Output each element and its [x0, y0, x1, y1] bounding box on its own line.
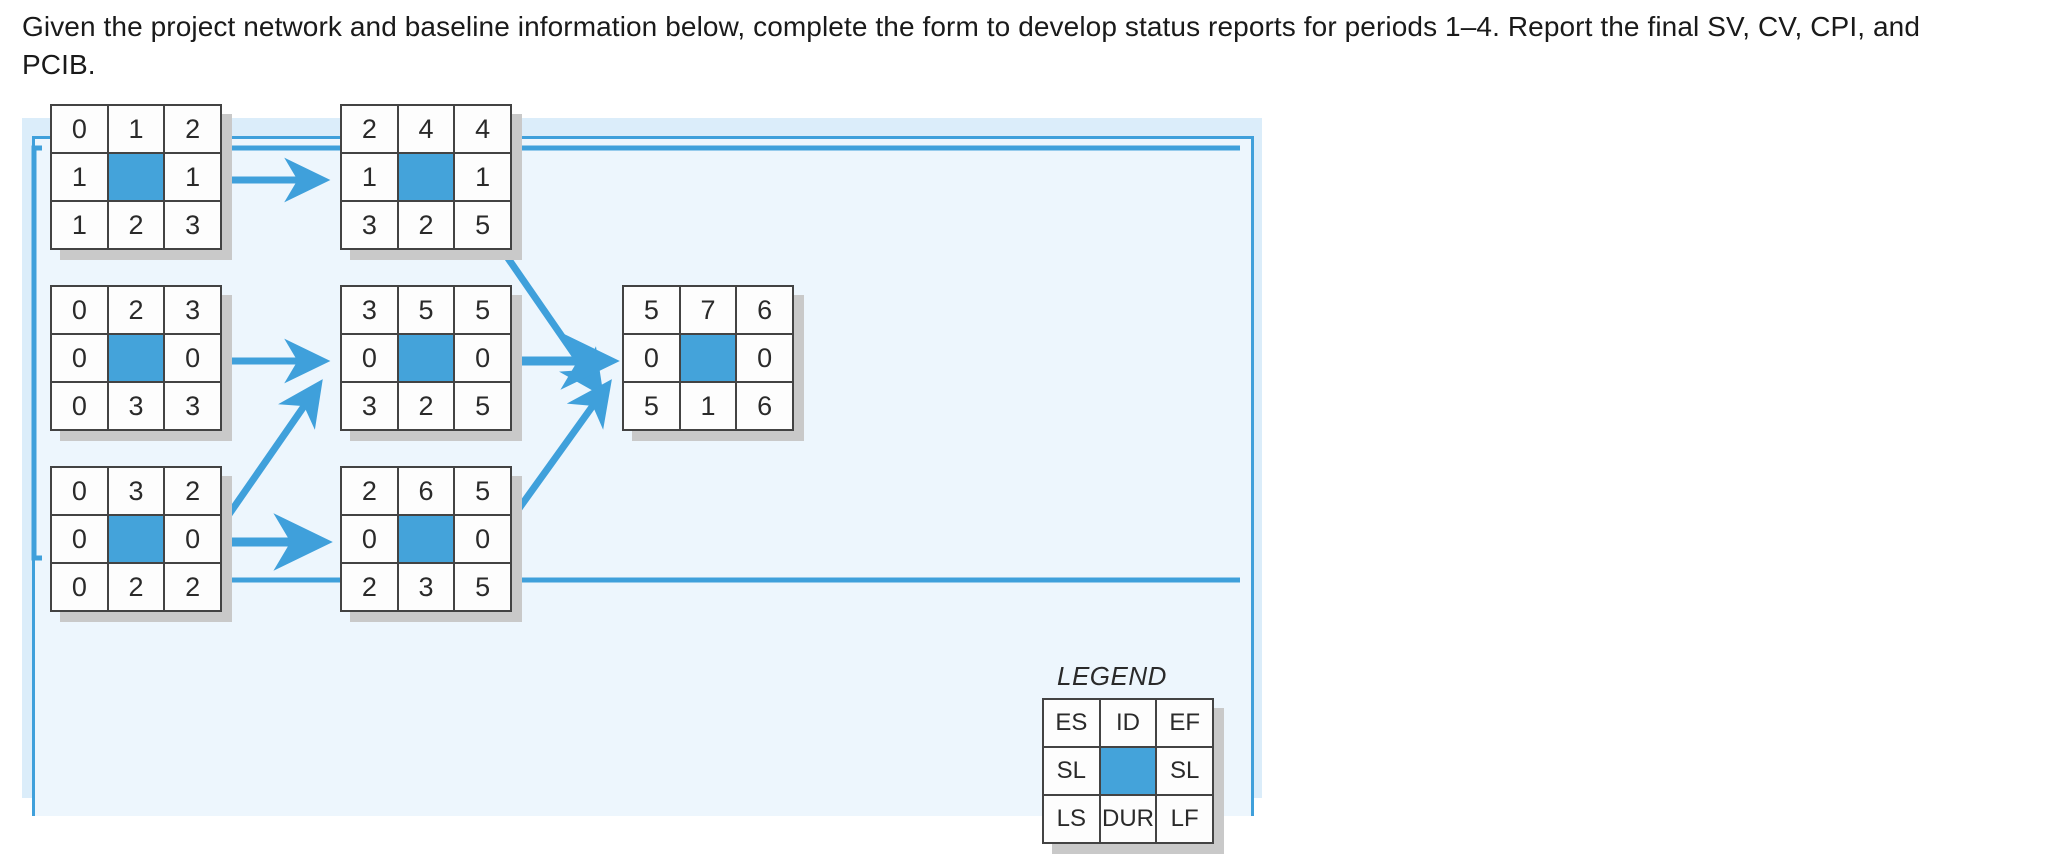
node-grid: 0 3 2 0 0 0 2 2 [50, 466, 222, 612]
node-e-lf: 6 [737, 383, 792, 429]
node-a-es: 0 [52, 106, 107, 152]
node-e-sl-left: 0 [624, 335, 679, 381]
node-c-es: 0 [52, 287, 107, 333]
node-a-ef: 2 [165, 106, 220, 152]
node-e-dur: 1 [680, 383, 736, 429]
node-grid: 0 1 2 1 1 1 2 3 [50, 104, 222, 250]
node-c-id: 2 [108, 287, 164, 333]
node-f-lf: 2 [165, 564, 220, 610]
node-e-accent [680, 335, 736, 381]
legend-sl-left: SL [1044, 748, 1099, 794]
node-f-accent [108, 516, 164, 562]
project-network-figure: 0 1 2 1 1 1 2 3 2 4 4 1 1 3 2 5 0 [22, 104, 1262, 854]
node-g-ef: 5 [455, 468, 510, 514]
node-d-sl-left: 0 [342, 335, 397, 381]
node-grid: 2 6 5 0 0 2 3 5 [340, 466, 512, 612]
node-a-ls: 1 [52, 202, 107, 248]
network-node-g[interactable]: 2 6 5 0 0 2 3 5 [340, 466, 522, 622]
node-g-dur: 3 [398, 564, 454, 610]
node-b-ef: 4 [455, 106, 510, 152]
node-grid: 0 2 3 0 0 0 3 3 [50, 285, 222, 431]
node-b-lf: 5 [455, 202, 510, 248]
node-e-ef: 6 [737, 287, 792, 333]
legend-ef: EF [1157, 700, 1212, 746]
legend-node: ES ID EF SL SL LS DUR LF [1042, 698, 1224, 854]
node-c-accent [108, 335, 164, 381]
node-f-ls: 0 [52, 564, 107, 610]
node-grid: 3 5 5 0 0 3 2 5 [340, 285, 512, 431]
node-e-sl-right: 0 [737, 335, 792, 381]
node-d-lf: 5 [455, 383, 510, 429]
node-grid: ES ID EF SL SL LS DUR LF [1042, 698, 1214, 844]
prompt-line-2: final SV, CV, CPI, and PCIB. [22, 11, 1920, 81]
node-f-sl-right: 0 [165, 516, 220, 562]
node-d-accent [398, 335, 454, 381]
routing-line-left [31, 145, 42, 561]
node-f-id: 3 [108, 468, 164, 514]
node-g-sl-left: 0 [342, 516, 397, 562]
node-b-dur: 2 [398, 202, 454, 248]
network-node-f[interactable]: 0 3 2 0 0 0 2 2 [50, 466, 232, 622]
node-g-id: 6 [398, 468, 454, 514]
node-a-lf: 3 [165, 202, 220, 248]
node-e-ls: 5 [624, 383, 679, 429]
node-b-sl-right: 1 [455, 154, 510, 200]
network-node-a[interactable]: 0 1 2 1 1 1 2 3 [50, 104, 232, 260]
node-a-id: 1 [108, 106, 164, 152]
arrow-g-to-e [502, 379, 612, 531]
node-a-sl-left: 1 [52, 154, 107, 200]
node-f-ef: 2 [165, 468, 220, 514]
node-g-sl-right: 0 [455, 516, 510, 562]
node-d-dur: 2 [398, 383, 454, 429]
legend-lf: LF [1157, 796, 1212, 842]
node-grid: 5 7 6 0 0 5 1 6 [622, 285, 794, 431]
node-a-sl-right: 1 [165, 154, 220, 200]
network-node-e[interactable]: 5 7 6 0 0 5 1 6 [622, 285, 804, 441]
node-c-sl-right: 0 [165, 335, 220, 381]
node-d-ef: 5 [455, 287, 510, 333]
node-grid: 2 4 4 1 1 3 2 5 [340, 104, 512, 250]
legend-es: ES [1044, 700, 1099, 746]
node-b-es: 2 [342, 106, 397, 152]
node-d-id: 5 [398, 287, 454, 333]
legend-accent [1100, 748, 1156, 794]
node-c-ls: 0 [52, 383, 107, 429]
node-c-dur: 3 [108, 383, 164, 429]
legend-sl-right: SL [1157, 748, 1212, 794]
node-e-id: 7 [680, 287, 736, 333]
node-f-dur: 2 [108, 564, 164, 610]
node-e-es: 5 [624, 287, 679, 333]
node-c-lf: 3 [165, 383, 220, 429]
node-c-ef: 3 [165, 287, 220, 333]
node-c-sl-left: 0 [52, 335, 107, 381]
node-a-dur: 2 [108, 202, 164, 248]
node-d-es: 3 [342, 287, 397, 333]
node-f-sl-left: 0 [52, 516, 107, 562]
node-b-sl-left: 1 [342, 154, 397, 200]
node-a-accent [108, 154, 164, 200]
node-b-ls: 3 [342, 202, 397, 248]
legend-title: LEGEND [1057, 661, 1167, 691]
network-node-b[interactable]: 2 4 4 1 1 3 2 5 [340, 104, 522, 260]
network-node-c[interactable]: 0 2 3 0 0 0 3 3 [50, 285, 232, 441]
prompt-line-1: Given the project network and baseline i… [22, 11, 1640, 42]
node-g-lf: 5 [455, 564, 510, 610]
network-node-d[interactable]: 3 5 5 0 0 3 2 5 [340, 285, 522, 441]
legend-dur: DUR [1100, 796, 1156, 842]
legend-id: ID [1100, 700, 1156, 746]
node-g-es: 2 [342, 468, 397, 514]
node-f-es: 0 [52, 468, 107, 514]
question-prompt: Given the project network and baseline i… [22, 8, 1922, 84]
node-d-ls: 3 [342, 383, 397, 429]
node-d-sl-right: 0 [455, 335, 510, 381]
node-g-ls: 2 [342, 564, 397, 610]
node-b-accent [398, 154, 454, 200]
node-b-id: 4 [398, 106, 454, 152]
node-g-accent [398, 516, 454, 562]
legend-ls: LS [1044, 796, 1099, 842]
